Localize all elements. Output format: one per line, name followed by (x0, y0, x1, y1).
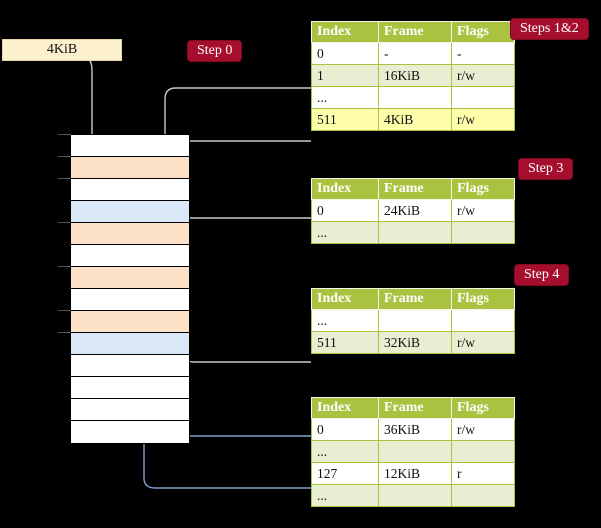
cell-frame: 16KiB (378, 64, 452, 87)
cell-flags (451, 221, 515, 244)
wire-pdp-24kib (178, 217, 311, 297)
cell-index: ... (311, 86, 379, 109)
column-header-frame: Frame (378, 288, 452, 310)
memory-frame-10-white (71, 355, 189, 377)
column-header-flags: Flags (451, 21, 515, 43)
cell-flags (451, 86, 515, 109)
memory-frame-8-orange (71, 311, 189, 333)
wire-pml4-4kib (169, 140, 311, 152)
cell-flags: r (451, 462, 515, 485)
cell-index: 0 (311, 42, 379, 65)
memory-size-label: 4KiB (2, 39, 122, 61)
cell-index: ... (311, 221, 379, 244)
memory-tick-0 (58, 134, 71, 135)
column-header-frame: Frame (378, 178, 452, 200)
column-header-index: Index (311, 288, 379, 310)
memory-frame-4-orange (71, 223, 189, 245)
wire-label-to-block (59, 48, 100, 151)
step-badge-steps-1-2: Steps 1&2 (511, 19, 588, 39)
memory-tick-3 (58, 222, 71, 223)
cell-flags (451, 484, 515, 507)
cell-flags: r/w (451, 418, 515, 441)
memory-frame-2-white (71, 179, 189, 201)
cell-index: ... (311, 309, 379, 332)
column-header-frame: Frame (378, 397, 452, 419)
step-badge-step-0: Step 0 (188, 41, 242, 61)
cell-frame (378, 309, 452, 332)
cell-index: 0 (311, 199, 379, 222)
memory-frame-9-blue (71, 333, 189, 355)
table-row: ... (311, 309, 515, 332)
cell-index: 1 (311, 64, 379, 87)
memory-frame-5-white (71, 245, 189, 267)
step-badge-step-4: Step 4 (515, 265, 569, 285)
cell-frame (378, 484, 452, 507)
cell-flags: - (451, 42, 515, 65)
memory-frame-13-white (71, 421, 189, 443)
cell-index: ... (311, 484, 379, 507)
cell-frame: 32KiB (378, 331, 452, 354)
cell-index: 511 (311, 331, 379, 354)
wire-pd-32kib (175, 311, 311, 363)
cell-frame: 12KiB (378, 462, 452, 485)
column-header-index: Index (311, 21, 379, 43)
cell-flags: r/w (451, 64, 515, 87)
memory-frame-11-white (71, 377, 189, 399)
column-header-flags: Flags (451, 397, 515, 419)
physical-memory-column (70, 134, 190, 444)
column-header-index: Index (311, 178, 379, 200)
memory-tick-4 (58, 266, 71, 267)
memory-tick-6 (58, 332, 71, 333)
cell-index: ... (311, 440, 379, 463)
cell-frame: 36KiB (378, 418, 452, 441)
column-header-index: Index (311, 397, 379, 419)
cell-frame (378, 440, 452, 463)
memory-frame-7-white (71, 289, 189, 311)
table-row: ... (311, 221, 515, 244)
cell-flags (451, 309, 515, 332)
cell-index: 511 (311, 108, 379, 131)
column-header-flags: Flags (451, 178, 515, 200)
memory-frame-6-orange (71, 267, 189, 289)
cell-flags: r/w (451, 108, 515, 131)
memory-tick-2 (58, 178, 71, 179)
cell-frame (378, 86, 452, 109)
column-header-frame: Frame (378, 21, 452, 43)
cell-index: 127 (311, 462, 379, 485)
cell-flags: r/w (451, 331, 515, 354)
memory-tick-1 (58, 156, 71, 157)
cell-frame (378, 221, 452, 244)
cell-frame: - (378, 42, 452, 65)
cell-flags (451, 440, 515, 463)
memory-frame-1-orange (71, 157, 189, 179)
cell-frame: 24KiB (378, 199, 452, 222)
table-row: 0-- (311, 42, 515, 65)
table-row: ... (311, 440, 515, 463)
table-row: ... (311, 86, 515, 109)
cell-flags: r/w (451, 199, 515, 222)
memory-frame-0-white (71, 135, 189, 157)
cell-index: 0 (311, 418, 379, 441)
step-badge-step-3: Step 3 (519, 159, 573, 179)
column-header-flags: Flags (451, 288, 515, 310)
table-row: ... (311, 484, 515, 507)
memory-frame-12-white (71, 399, 189, 421)
memory-tick-5 (58, 310, 71, 311)
memory-frame-3-blue (71, 201, 189, 223)
cell-frame: 4KiB (378, 108, 452, 131)
